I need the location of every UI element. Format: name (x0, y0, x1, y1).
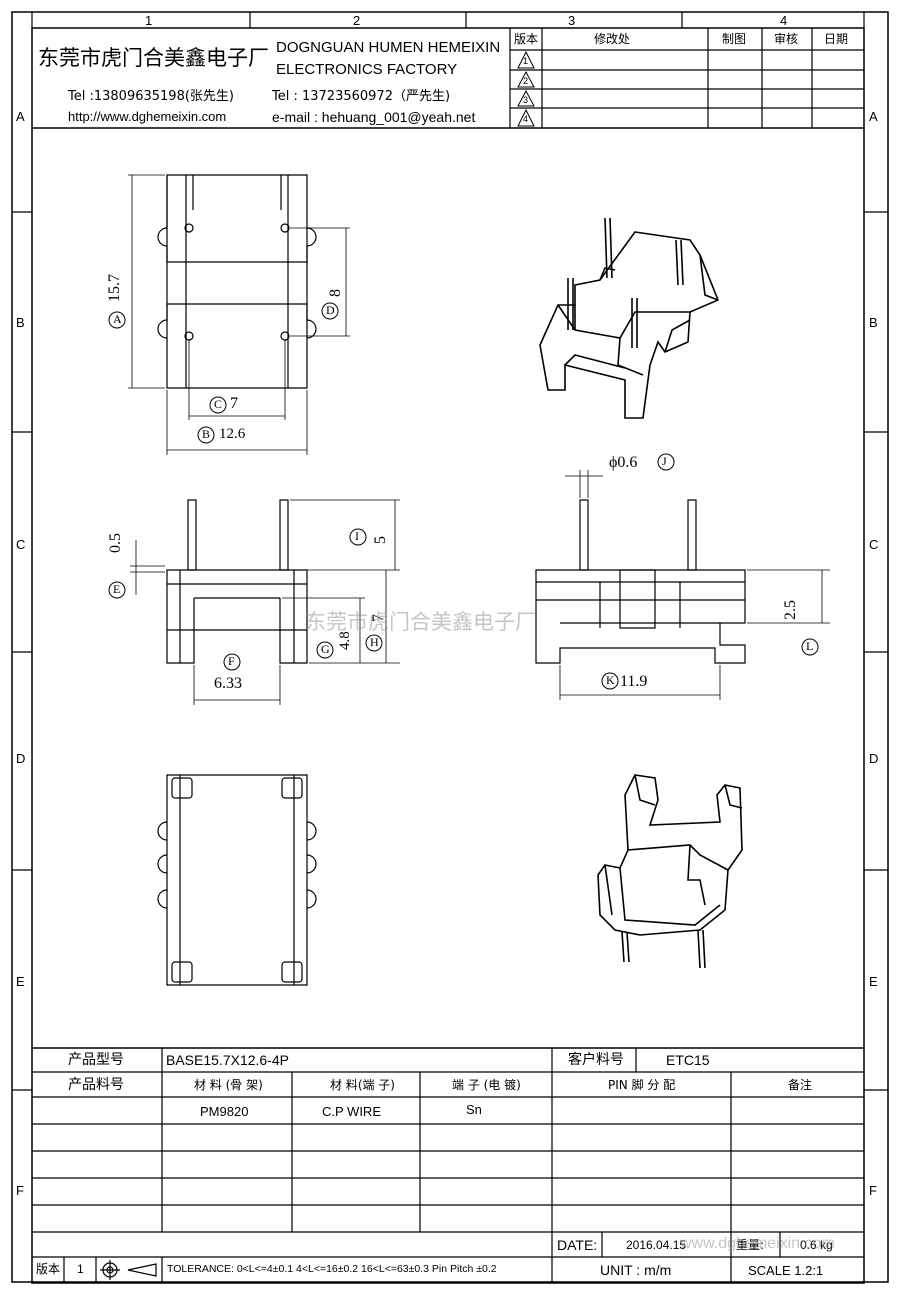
product-model: BASE15.7X12.6-4P (166, 1052, 289, 1068)
remark-label: 备注 (788, 1078, 813, 1092)
dim-value-b: 12.6 (219, 426, 246, 442)
dim-value-j: ϕ0.6 (609, 454, 638, 471)
revision-header-date: 日期 (824, 32, 849, 46)
zone-row-b: B (16, 315, 25, 330)
dim-value-k: 11.9 (620, 673, 648, 690)
company-name-en-2: ELECTRONICS FACTORY (276, 61, 458, 78)
zone-row-c: C (16, 537, 26, 552)
pin-assignment-label: PIN 脚 分 配 (608, 1078, 676, 1092)
phone-1: Tel :13809635198(张先生) (68, 89, 234, 104)
plating-label: 端 子 (电 镀) (452, 1078, 521, 1092)
revision-header-drawn: 制图 (722, 32, 747, 46)
material-terminal: C.P WIRE (322, 1104, 381, 1119)
dim-value-d: 8 (327, 289, 344, 297)
zone-row-c-right: C (869, 537, 879, 552)
revision-4: 4 (523, 114, 529, 124)
customer-code: ETC15 (666, 1052, 710, 1068)
plating: Sn (466, 1102, 482, 1117)
company-name-en-1: DOGNGUAN HUMEN HEMEIXIN (276, 39, 501, 56)
dim-tag-d: D (326, 303, 335, 317)
dim-value-g: 4.8 (337, 631, 353, 650)
zone-column-3: 3 (568, 13, 576, 28)
customer-code-label: 客户料号 (568, 1052, 624, 1068)
revision-header-change: 修改处 (594, 32, 631, 46)
dimension-tags (108, 302, 819, 690)
zone-row-f: F (16, 1183, 24, 1198)
material-bobbin: PM9820 (200, 1104, 249, 1119)
dim-value-e: 0.5 (107, 533, 124, 553)
revision-1: 1 (523, 56, 529, 66)
side-view (130, 499, 400, 705)
company-name-cn: 东莞市虎门合美鑫电子厂 (38, 46, 269, 70)
zone-row-d-right: D (869, 751, 879, 766)
zone-row-e-right: E (869, 974, 878, 989)
zone-row-b-right: B (869, 315, 878, 330)
version-label: 版本 (36, 1262, 61, 1276)
product-model-label: 产品型号 (68, 1052, 124, 1068)
date-label: DATE: (557, 1237, 598, 1253)
zone-column-4: 4 (780, 13, 788, 28)
tolerance-note: TOLERANCE: 0<L<=4±0.1 4<L<=16±0.2 16<L<=… (167, 1263, 497, 1275)
dim-tag-e: E (113, 582, 121, 596)
dim-value-l: 2.5 (782, 600, 799, 620)
weight-value: 0.6 kg (800, 1238, 833, 1252)
dim-tag-g: G (321, 642, 330, 656)
zone-column-2: 2 (353, 13, 361, 28)
date-value: 2016.04.15 (626, 1238, 687, 1252)
revision-header-version: 版本 (514, 32, 539, 46)
phone-2: Tel : 13723560972（严先生) (272, 89, 451, 104)
dim-tag-j: J (662, 454, 667, 468)
iso-bottom-view (597, 774, 743, 969)
version-value: 1 (77, 1262, 84, 1276)
website-link[interactable]: http://www.dghemeixin.com (68, 109, 227, 124)
zone-row-d: D (16, 751, 26, 766)
bottom-view (157, 774, 317, 986)
dim-tag-k: K (606, 673, 615, 687)
material-bobbin-label: 材 料 (骨 架) (194, 1078, 263, 1092)
product-code-label: 产品料号 (68, 1077, 124, 1093)
email-link[interactable]: e-mail : hehuang_001@yeah.net (272, 109, 476, 125)
revision-grid (509, 28, 864, 128)
zone-row-a: A (16, 109, 25, 124)
top-view (128, 174, 350, 455)
scale: SCALE 1.2:1 (748, 1263, 824, 1278)
dim-tag-a: A (113, 312, 122, 326)
material-terminal-label: 材 料(端 子) (330, 1078, 395, 1092)
projection-symbol (100, 1260, 157, 1280)
zone-row-f-right: F (869, 1183, 877, 1198)
watermark-company: 东莞市虎门合美鑫电子厂 (305, 610, 536, 634)
revision-header-checked: 审核 (774, 32, 799, 46)
dim-value-f: 6.33 (214, 675, 242, 692)
revision-3: 3 (523, 95, 529, 105)
unit: UNIT : m/m (600, 1262, 672, 1278)
dim-tag-l: L (806, 639, 814, 653)
dim-tag-i: I (355, 529, 359, 543)
front-view (535, 470, 830, 700)
zone-column-1: 1 (145, 13, 153, 28)
revision-2: 2 (523, 76, 529, 86)
dim-value-a: 15.7 (106, 274, 123, 302)
dim-tag-f: F (228, 654, 235, 668)
dim-tag-c: C (214, 397, 223, 411)
dim-value-c: 7 (230, 395, 238, 412)
revision-triangles (517, 50, 535, 127)
dim-tag-h: H (370, 635, 379, 649)
watermark-website: www.dghemeixin.com (680, 1235, 835, 1252)
weight-label: 重量: (736, 1238, 765, 1252)
zone-row-a-right: A (869, 109, 878, 124)
dim-value-i: 5 (372, 536, 389, 544)
dim-tag-b: B (202, 427, 211, 441)
iso-top-view (539, 217, 720, 419)
title-block-grid (32, 1047, 864, 1282)
row-ticks (12, 211, 888, 1091)
zone-row-e: E (16, 974, 25, 989)
